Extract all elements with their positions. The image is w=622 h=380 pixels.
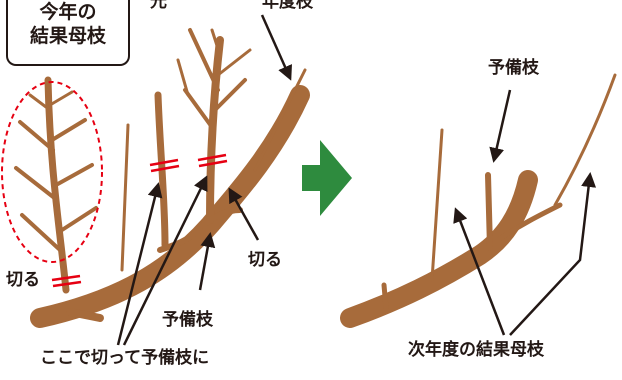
- cut-mark-left: [51, 274, 82, 288]
- left-annotation-arrows: [116, 14, 292, 346]
- left-spare-branch-cut: [154, 91, 169, 249]
- cut-label-right: 切る: [248, 250, 282, 270]
- arrow-bottom-2: [122, 175, 208, 346]
- arrow-right-bottom-2: [509, 172, 597, 336]
- bottom-caption-right: 次年度の結果母枝: [408, 340, 544, 360]
- left-fruiting-branch: [44, 76, 70, 294]
- right-spare-branch: [485, 172, 493, 251]
- current-fruiting-branch-callout: 今年の 結果母枝: [6, 0, 130, 66]
- bottom-caption-left: ここで切って予備枝に: [40, 348, 210, 368]
- cut-mark-middle-1: [149, 158, 180, 173]
- callout-line-2: 結果母枝: [29, 25, 106, 47]
- right-main-trunk: [340, 170, 538, 328]
- arrow-bottom-1: [116, 182, 163, 346]
- callout-line-1: 今年の: [39, 1, 97, 23]
- right-long-shoot: [553, 73, 617, 207]
- arrow-right-bottom-1: [453, 207, 506, 336]
- arrow-right-spare: [489, 89, 512, 163]
- transition-arrow: [302, 140, 352, 216]
- cut-marks: [51, 153, 228, 288]
- left-branch-structure: [14, 28, 310, 328]
- right-thin-shoot: [430, 128, 444, 282]
- spare-branch-label-right: 予備枝: [488, 58, 539, 78]
- arrow-spare-branch: [198, 232, 216, 291]
- right-annotation-arrows: [453, 89, 597, 336]
- cut-mark-middle-2: [197, 153, 228, 168]
- arrow-cut-right: [228, 187, 260, 241]
- arrow-top-right: [260, 14, 292, 81]
- top-partial-label-right: 年度枝: [262, 0, 313, 12]
- current-fruiting-branch-ellipse: [1, 81, 103, 263]
- spare-branch-label-left: 予備枝: [162, 310, 213, 330]
- top-partial-label-left: 元: [150, 0, 167, 12]
- cut-label-left: 切る: [6, 270, 40, 290]
- left-large-fruiting-branch: [206, 36, 224, 224]
- left-main-trunk: [30, 85, 310, 328]
